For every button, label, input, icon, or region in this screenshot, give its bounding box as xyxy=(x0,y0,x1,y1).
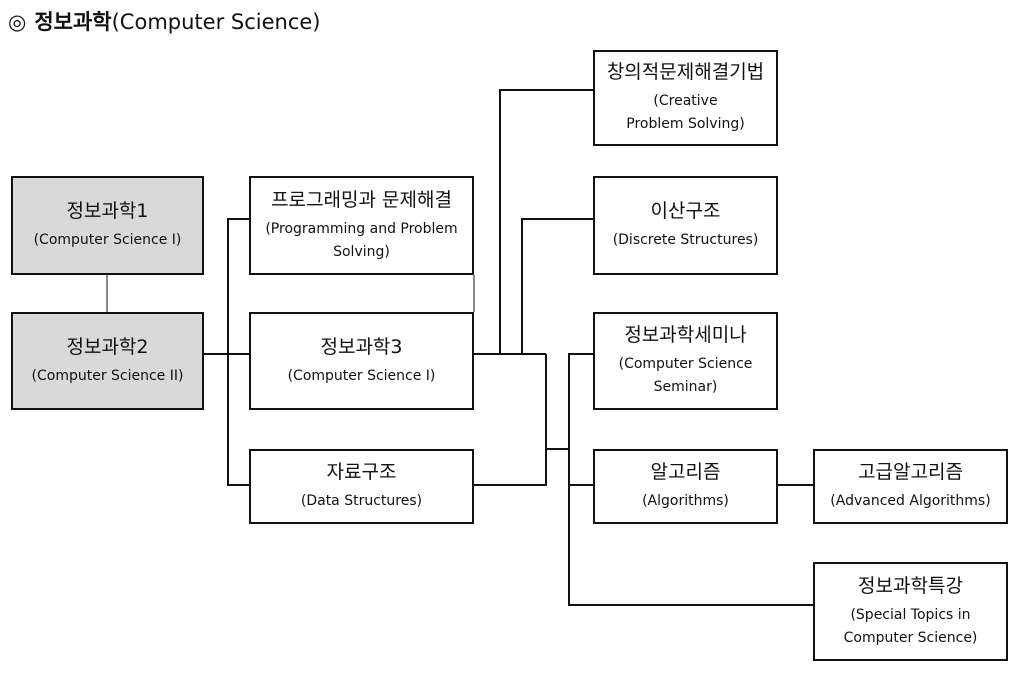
link-ds-junction xyxy=(474,354,547,486)
course-title-en: (Special Topics in Computer Science) xyxy=(843,606,978,646)
course-title-ko: 정보과학특강 xyxy=(858,574,963,597)
course-cs1: 정보과학1 (Computer Science I) xyxy=(11,176,204,275)
course-algorithms: 알고리즘 (Algorithms) xyxy=(593,449,778,524)
course-title-ko: 정보과학3 xyxy=(320,335,403,358)
course-title-en: (Computer Science Seminar) xyxy=(618,356,753,395)
link-creative xyxy=(499,89,593,354)
course-creative: 창의적문제해결기법 (Creative Problem Solving) xyxy=(593,50,778,146)
link-discrete xyxy=(521,218,593,354)
course-programming: 프로그래밍과 문제해결 (Programming and Problem Sol… xyxy=(249,176,474,275)
course-title-ko: 정보과학세미나 xyxy=(624,324,747,346)
course-data-structures: 자료구조 (Data Structures) xyxy=(249,449,474,524)
link-cs2-branch xyxy=(227,218,249,486)
course-advanced-algorithms: 고급알고리즘 (Advanced Algorithms) xyxy=(813,449,1008,524)
page-title: ◎ 정보과학(Computer Science) xyxy=(8,6,320,36)
course-title-en: (Algorithms) xyxy=(642,493,729,509)
title-korean: 정보과학 xyxy=(34,10,112,34)
course-discrete: 이산구조 (Discrete Structures) xyxy=(593,176,778,275)
course-special-topics: 정보과학특강 (Special Topics in Computer Scien… xyxy=(813,562,1008,661)
course-title-ko: 이산구조 xyxy=(650,200,721,222)
course-seminar: 정보과학세미나 (Computer Science Seminar) xyxy=(593,312,778,410)
link-right-branch xyxy=(568,353,813,606)
course-title-en: (Discrete Structures) xyxy=(612,232,759,248)
course-title-en: (Advanced Algorithms) xyxy=(830,493,991,509)
course-cs2: 정보과학2 (Computer Science II) xyxy=(11,312,204,410)
course-title-en: (Computer Science I) xyxy=(287,367,436,384)
course-title-ko: 고급알고리즘 xyxy=(858,461,963,483)
course-title-en: (Computer Science II) xyxy=(31,367,184,384)
course-title-ko: 창의적문제해결기법 xyxy=(606,61,765,83)
course-title-en: (Creative Problem Solving) xyxy=(626,93,745,132)
course-title-ko: 알고리즘 xyxy=(650,461,721,483)
course-title-en: (Data Structures) xyxy=(300,493,423,509)
course-title-ko: 프로그래밍과 문제해결 xyxy=(271,188,452,211)
course-title-ko: 자료구조 xyxy=(326,461,397,483)
course-title-ko: 정보과학1 xyxy=(66,200,149,222)
title-english: (Computer Science) xyxy=(111,10,321,34)
course-title-en: (Computer Science I) xyxy=(33,232,182,248)
title-mark: ◎ xyxy=(8,10,27,34)
course-title-ko: 정보과학2 xyxy=(66,335,149,358)
course-title-en: (Programming and Problem Solving) xyxy=(265,220,458,260)
course-cs3: 정보과학3 (Computer Science I) xyxy=(249,312,474,410)
